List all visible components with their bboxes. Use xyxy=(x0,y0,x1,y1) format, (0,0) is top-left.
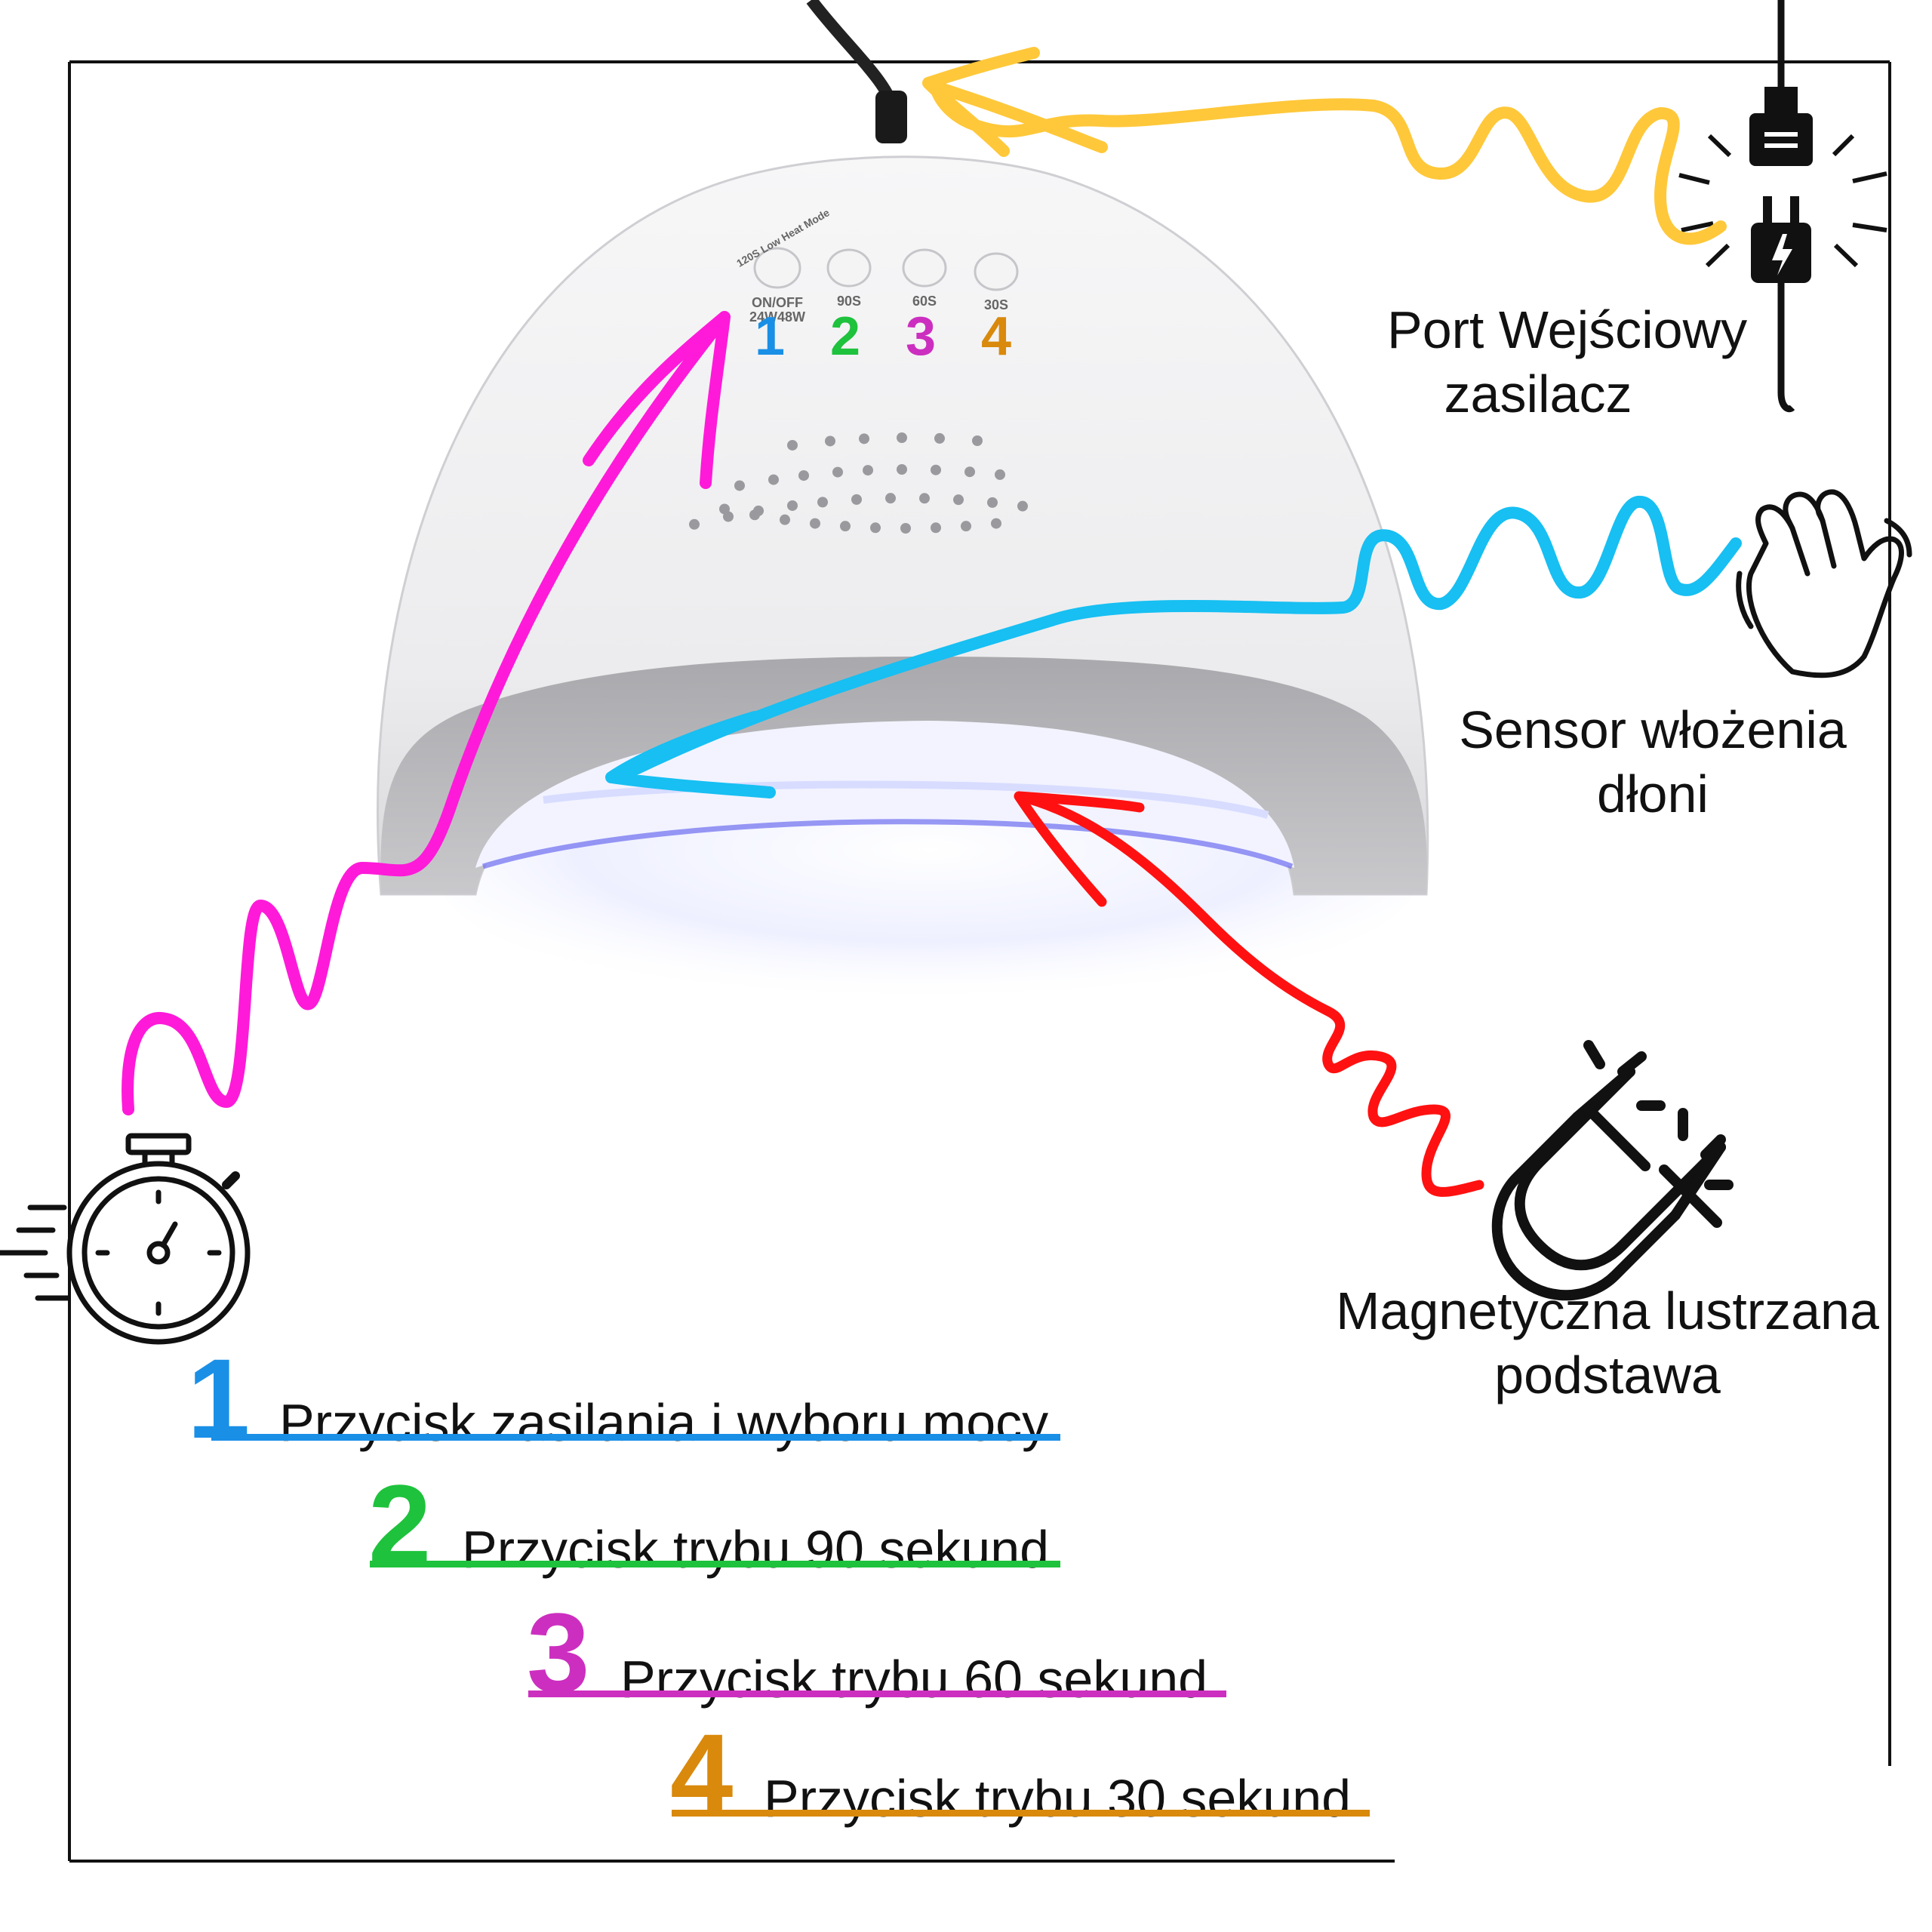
lamp-button-90s xyxy=(826,248,872,288)
waving-hand-icon xyxy=(1736,489,1912,678)
lamp-button-2-caption: 90S xyxy=(836,294,862,309)
lamp-light-opening xyxy=(475,721,1294,868)
lamp-buttons xyxy=(753,247,1019,291)
legend-underline-2 xyxy=(370,1561,1060,1567)
legend-text-4: Przycisk trybu 30 sekund xyxy=(764,1769,1352,1828)
magnetic-base-label-line2: podstawa xyxy=(1494,1346,1721,1405)
vent-dot-13 xyxy=(964,466,975,478)
vent-dot-15 xyxy=(689,518,700,530)
vent-dot-12 xyxy=(931,464,941,475)
legend-underline-3 xyxy=(528,1690,1226,1697)
lamp-light-strip xyxy=(481,819,1294,869)
magnetic-base-label: Magnetyczna lustrzana podstawa xyxy=(1328,1279,1887,1408)
vent-dot-23 xyxy=(953,494,964,506)
vent-dot-2 xyxy=(859,433,869,445)
hand-sensor-label-line2: dłoni xyxy=(1597,764,1709,824)
vent-dot-18 xyxy=(787,500,798,511)
vent-dot-9 xyxy=(832,466,843,478)
power-port-arrow xyxy=(922,47,1727,245)
vent-dot-26 xyxy=(719,503,730,515)
hand-sensor-label-line1: Sensor włożenia xyxy=(1459,700,1847,759)
vent-dot-7 xyxy=(768,474,779,485)
stopwatch-icon xyxy=(0,1133,251,1345)
hand-sensor-label: Sensor włożenia dłoni xyxy=(1449,698,1857,827)
lamp-button-1-caption: ON/OFF 24W48W xyxy=(749,295,806,325)
lamp-rim xyxy=(380,657,1427,894)
magnetic-base-arrow xyxy=(1014,791,1484,1197)
timer-arrow xyxy=(122,311,731,1115)
vent-dot-22 xyxy=(919,493,930,504)
vent-dot-14 xyxy=(995,469,1005,480)
lamp-vents xyxy=(689,432,1028,534)
magnetic-base-label-line1: Magnetyczna lustrzana xyxy=(1336,1281,1879,1340)
vent-dot-31 xyxy=(870,522,881,534)
vent-dot-5 xyxy=(972,435,983,447)
vent-dot-8 xyxy=(798,470,809,481)
vent-dot-30 xyxy=(840,521,851,532)
vent-dot-21 xyxy=(885,493,896,504)
legend-underline-1 xyxy=(211,1434,1060,1441)
lamp-button-3-number: 3 xyxy=(906,306,937,367)
lamp-button-4-number: 4 xyxy=(981,306,1012,367)
legend-text-3: Przycisk trybu 60 sekund xyxy=(620,1650,1208,1709)
vent-dot-34 xyxy=(961,521,971,532)
lamp-button-power xyxy=(753,247,801,289)
hand-sensor-arrow xyxy=(605,496,1742,798)
lamp-button-3-caption: 60S xyxy=(912,294,937,309)
power-port-label-line2: zasilacz xyxy=(1444,365,1632,424)
vent-dot-19 xyxy=(817,497,828,508)
vent-dot-3 xyxy=(897,432,907,444)
vent-dot-11 xyxy=(897,464,907,475)
vent-dot-20 xyxy=(851,494,862,505)
power-plug-icon xyxy=(1678,0,1887,413)
lamp-button-60s xyxy=(902,248,947,288)
legend-underline-4 xyxy=(672,1810,1370,1817)
vent-dot-4 xyxy=(934,432,945,444)
legend-text-2: Przycisk trybu 90 sekund xyxy=(462,1520,1050,1579)
magnet-icon xyxy=(1491,1040,1734,1301)
vent-dot-1 xyxy=(825,435,835,447)
power-port-label: Port Wejściowy zasilacz xyxy=(1387,298,1748,427)
vent-dot-6 xyxy=(734,480,745,491)
vent-dot-0 xyxy=(787,439,798,451)
lamp-button-30s xyxy=(974,252,1019,291)
lamp-button-1-number: 1 xyxy=(755,306,786,367)
vent-dot-24 xyxy=(987,497,998,508)
lamp-button-4-caption: 30S xyxy=(983,297,1009,312)
legend-text-1: Przycisk zasilania i wyboru mocy xyxy=(279,1393,1049,1452)
vent-dot-27 xyxy=(749,509,760,521)
vent-dot-25 xyxy=(1017,500,1028,512)
vent-dot-35 xyxy=(991,518,1001,529)
cable-strain-relief xyxy=(875,91,907,143)
vent-dot-28 xyxy=(780,514,790,525)
lamp-button-2-number: 2 xyxy=(830,306,861,367)
vent-dot-29 xyxy=(810,518,820,529)
vent-dot-33 xyxy=(931,522,941,534)
vent-dot-10 xyxy=(863,465,873,476)
power-port-label-line1: Port Wejściowy xyxy=(1387,300,1748,359)
vent-dot-32 xyxy=(900,523,911,534)
